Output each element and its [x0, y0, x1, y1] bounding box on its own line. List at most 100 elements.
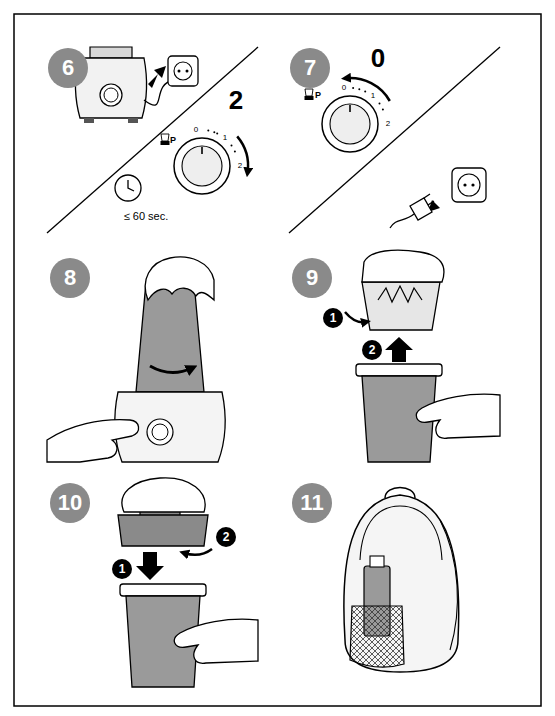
- callout-number: 1: [112, 559, 132, 579]
- dial-pointer: [349, 105, 351, 112]
- callout-label: 1: [119, 563, 126, 575]
- press-arrow: [136, 552, 164, 580]
- speed-dial: [322, 96, 378, 152]
- panel-divider: [289, 47, 500, 233]
- dial-mark: 2: [238, 162, 242, 170]
- wall-socket: [452, 168, 486, 202]
- socket-ring: [174, 62, 192, 80]
- twist-arrow: [345, 312, 366, 322]
- blades: [378, 286, 422, 302]
- dial-dot: [358, 88, 360, 90]
- step-number: 8: [50, 258, 90, 298]
- zipper: [360, 506, 442, 560]
- plug-pins: [424, 194, 434, 205]
- turn-arrow: [346, 78, 390, 101]
- base-foot: [128, 118, 138, 123]
- hand: [174, 619, 258, 663]
- hand: [362, 250, 444, 282]
- power-cord: [390, 214, 414, 228]
- pulse-mark: P: [170, 136, 176, 145]
- socket-ring: [458, 174, 480, 196]
- label-text: 2: [238, 161, 242, 170]
- bottle-spout: [370, 556, 384, 567]
- socket-hole: [463, 183, 466, 186]
- step-number: 6: [48, 48, 88, 88]
- cup-rim: [356, 364, 442, 376]
- pulse-icon-base: [161, 141, 170, 145]
- base-dial: [100, 84, 122, 106]
- label-text: 1: [371, 91, 375, 100]
- backpack: [344, 495, 459, 672]
- label-text: P: [315, 90, 321, 100]
- base-foot: [84, 118, 94, 123]
- dial-pointer: [201, 147, 203, 154]
- step-label: 6: [62, 57, 74, 79]
- speed-dial: [174, 138, 230, 194]
- dial-mark: 1: [371, 92, 375, 100]
- base-dial: [147, 419, 173, 445]
- dial-dot: [379, 102, 381, 104]
- speed-setting: 0: [371, 45, 385, 71]
- panel-ten: [118, 478, 258, 687]
- mesh-pocket: [350, 606, 404, 667]
- strap: [440, 520, 457, 650]
- dial-mark: 2: [386, 120, 390, 128]
- label-text: 0: [371, 43, 385, 73]
- callout-label: 2: [223, 531, 230, 543]
- callout-number: 1: [323, 308, 343, 328]
- callout-number: 2: [362, 340, 382, 360]
- step-label: 8: [64, 267, 76, 289]
- wall-socket: [168, 56, 198, 86]
- label-text: 2: [386, 119, 390, 128]
- dial-mark: 0: [194, 126, 198, 134]
- panel-six: [47, 47, 258, 233]
- panel-nine: [345, 250, 500, 462]
- dial-dot: [213, 131, 215, 133]
- pulse-mark: P: [315, 91, 321, 100]
- clock-hands: [128, 180, 134, 191]
- dial-mark: 1: [223, 134, 227, 142]
- label-text: 1: [223, 133, 227, 142]
- lift-arrow: [385, 337, 413, 362]
- pulse-icon: [305, 89, 313, 96]
- base-dial-inner: [152, 424, 168, 440]
- speed-setting: 2: [229, 87, 243, 113]
- plug: [410, 198, 432, 220]
- step-number: 7: [290, 48, 330, 88]
- pulse-icon: [161, 134, 169, 141]
- callout-number: 2: [216, 527, 236, 547]
- dial-dot: [364, 90, 366, 92]
- outer-frame: [14, 14, 541, 706]
- dial-dot: [231, 144, 233, 146]
- socket-hole: [471, 183, 474, 186]
- time-note: ≤ 60 sec.: [124, 211, 169, 222]
- dial-dot: [207, 130, 209, 132]
- socket-hole: [186, 70, 189, 73]
- label-text: 0: [342, 83, 346, 92]
- clock-icon: [115, 175, 141, 201]
- label-text: ≤ 60 sec.: [124, 210, 169, 222]
- callout-label: 2: [369, 344, 376, 356]
- base-dial-inner: [104, 88, 118, 102]
- dial-dot: [352, 87, 354, 89]
- dial-dot: [382, 108, 384, 110]
- step-label: 9: [306, 267, 318, 289]
- panel-eight: [47, 257, 225, 462]
- step-label: 7: [304, 57, 316, 79]
- label-text: 0: [194, 125, 198, 134]
- hand: [122, 478, 205, 512]
- panel-eleven: [344, 488, 459, 673]
- dial-dot: [216, 132, 218, 134]
- speed-dial-knob: [182, 146, 222, 186]
- blender-jar: [136, 282, 204, 392]
- twist-arrow: [150, 366, 192, 373]
- dial-dot: [234, 150, 236, 152]
- panel-divider: [47, 47, 258, 233]
- step-number: 10: [50, 483, 90, 523]
- jar-bottom: [90, 47, 132, 58]
- step-label: 10: [58, 492, 82, 514]
- panel-seven: [289, 47, 500, 233]
